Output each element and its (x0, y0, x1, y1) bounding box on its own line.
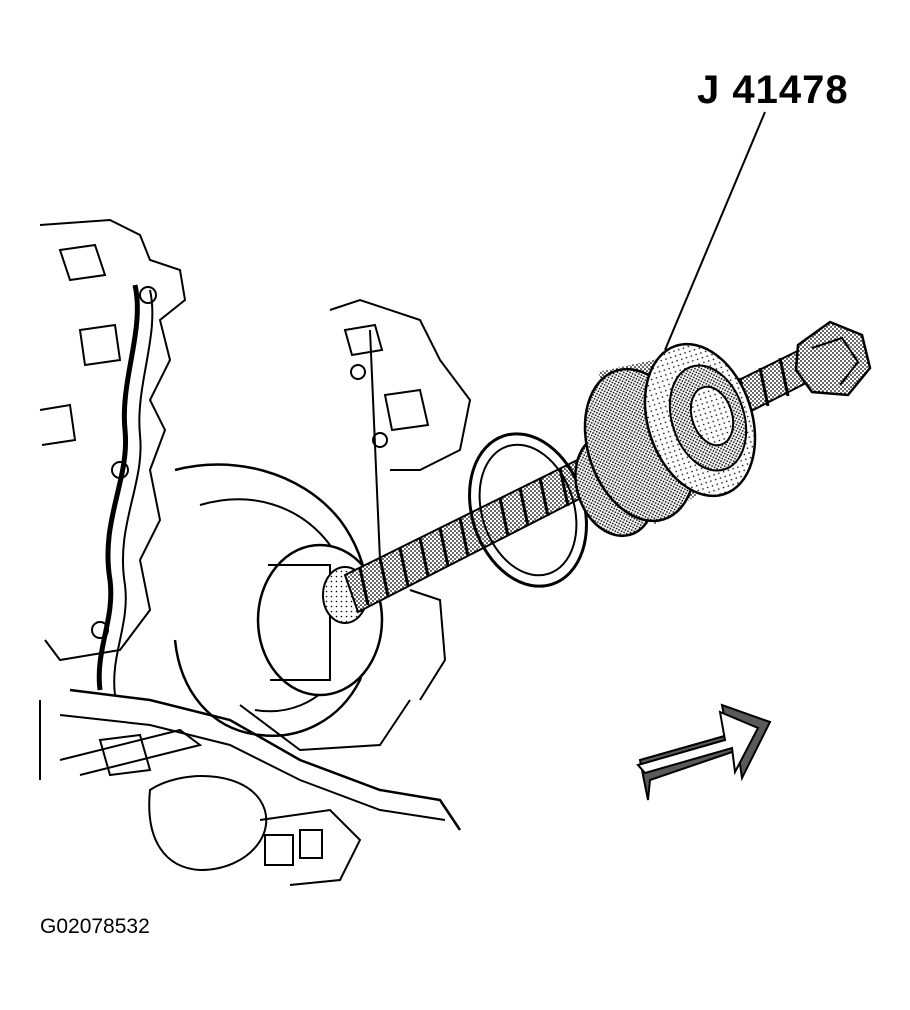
tool-leader-line (664, 111, 766, 351)
tool-number-label: J 41478 (697, 68, 849, 112)
installer-tool-body (574, 342, 757, 538)
engine-block (39, 218, 472, 886)
figure-id-label: G02078532 (40, 915, 150, 938)
direction-arrow (636, 703, 772, 801)
hex-bolt-head (794, 320, 872, 397)
